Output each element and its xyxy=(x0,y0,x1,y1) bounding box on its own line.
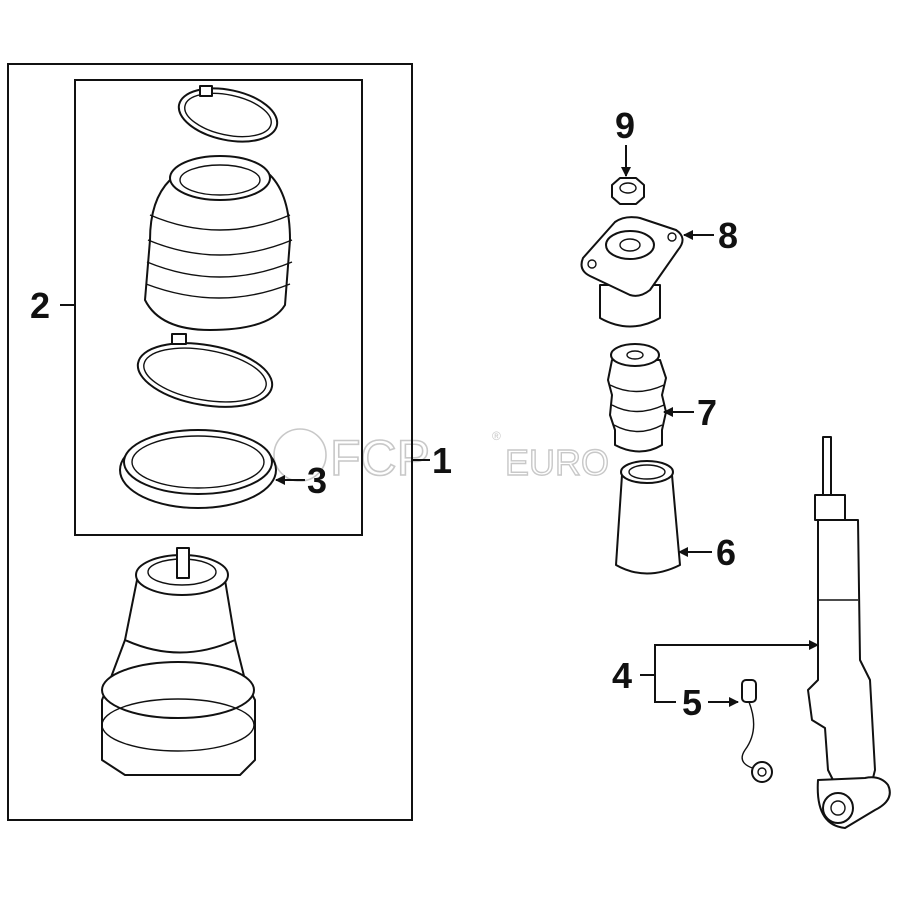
shock-absorber-4 xyxy=(807,436,891,829)
callout-9: 9 xyxy=(615,105,635,146)
callout-2: 2 xyxy=(30,285,50,326)
svg-text:EURO: EURO xyxy=(505,442,609,483)
top-clamp-ring xyxy=(177,85,279,143)
lower-clamp-ring xyxy=(136,333,274,408)
callout-8: 8 xyxy=(718,215,738,256)
callout-1: 1 xyxy=(432,440,452,481)
bump-stop-7 xyxy=(607,343,667,453)
callout-5: 5 xyxy=(682,682,702,723)
leader-lines xyxy=(60,145,819,707)
strut-mount-8 xyxy=(580,216,684,328)
watermark-logo: FCP ® EURO xyxy=(273,428,610,487)
callout-3: 3 xyxy=(307,460,327,501)
assembly-box-1 xyxy=(7,63,413,821)
svg-text:®: ® xyxy=(492,429,501,443)
callout-7: 7 xyxy=(697,392,717,433)
sensor-cable-5 xyxy=(741,679,773,783)
kit-box-2 xyxy=(74,79,363,536)
nut-9 xyxy=(611,177,645,205)
dust-boot-6 xyxy=(615,460,681,575)
svg-text:FCP: FCP xyxy=(330,430,430,486)
callout-6: 6 xyxy=(716,532,736,573)
air-spring-bellows xyxy=(144,155,293,331)
air-spring-base xyxy=(101,547,256,776)
seal-ring xyxy=(119,429,277,509)
callout-4: 4 xyxy=(612,655,632,696)
